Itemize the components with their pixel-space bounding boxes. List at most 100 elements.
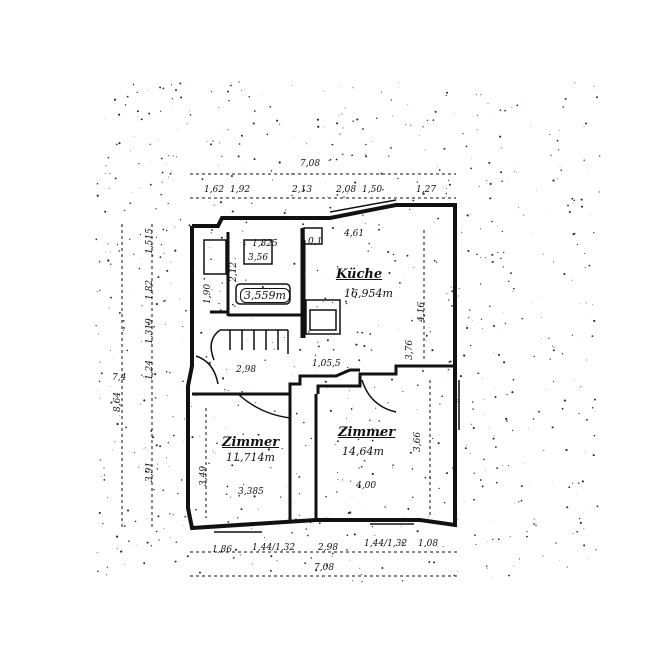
- noise-dot: [593, 232, 594, 233]
- noise-dot: [572, 234, 574, 236]
- noise-dot: [104, 211, 106, 213]
- noise-dot: [487, 541, 488, 542]
- noise-dot: [557, 178, 558, 179]
- noise-dot: [503, 312, 504, 313]
- noise-dot: [316, 306, 317, 307]
- noise-dot: [378, 224, 379, 225]
- noise-dot: [469, 215, 470, 216]
- noise-dot: [495, 446, 497, 448]
- noise-dot: [133, 254, 134, 255]
- noise-dot: [307, 535, 309, 537]
- noise-dot: [241, 508, 243, 510]
- noise-dot: [534, 519, 535, 520]
- noise-dot: [144, 448, 145, 449]
- noise-dot: [329, 374, 331, 376]
- noise-dot: [471, 424, 472, 425]
- noise-dot: [497, 252, 498, 253]
- noise-dot: [339, 376, 340, 377]
- noise-dot: [446, 188, 447, 189]
- noise-dot: [531, 302, 532, 303]
- noise-dot: [552, 180, 554, 182]
- noise-dot: [467, 214, 469, 216]
- dim-left-total: 8,64: [114, 392, 123, 412]
- noise-dot: [342, 479, 343, 480]
- noise-dot: [426, 335, 428, 337]
- noise-dot: [410, 500, 411, 501]
- noise-dot: [343, 362, 344, 363]
- noise-dot: [585, 451, 586, 452]
- noise-dot: [552, 346, 553, 347]
- noise-dot: [481, 319, 482, 320]
- noise-dot: [159, 86, 161, 88]
- noise-dot: [390, 147, 392, 149]
- noise-dot: [391, 99, 392, 100]
- dim-zimmer2-width: 4,00: [356, 482, 376, 491]
- noise-dot: [317, 126, 319, 128]
- noise-dot: [186, 123, 187, 124]
- noise-dot: [457, 571, 458, 572]
- noise-dot: [232, 304, 234, 306]
- noise-dot: [235, 258, 236, 259]
- noise-dot: [432, 438, 433, 439]
- noise-dot: [503, 361, 505, 363]
- noise-dot: [563, 273, 565, 275]
- noise-dot: [362, 215, 363, 216]
- noise-dot: [185, 516, 186, 517]
- noise-dot: [97, 195, 99, 197]
- noise-dot: [193, 288, 194, 289]
- noise-dot: [130, 150, 131, 151]
- noise-dot: [346, 418, 347, 419]
- noise-dot: [488, 162, 490, 164]
- noise-dot: [548, 337, 549, 338]
- noise-dot: [584, 253, 585, 254]
- noise-dot: [483, 459, 485, 461]
- noise-dot: [228, 521, 230, 523]
- noise-dot: [419, 135, 420, 136]
- noise-dot: [382, 189, 383, 190]
- noise-dot: [248, 96, 249, 97]
- noise-dot: [251, 203, 252, 204]
- noise-dot: [270, 555, 272, 557]
- noise-dot: [170, 262, 171, 263]
- noise-dot: [179, 299, 180, 300]
- noise-dot: [291, 173, 293, 175]
- noise-dot: [137, 92, 138, 93]
- noise-dot: [541, 317, 542, 318]
- noise-dot: [284, 337, 285, 338]
- noise-dot: [397, 329, 398, 330]
- noise-dot: [189, 509, 190, 510]
- noise-dot: [451, 305, 453, 307]
- noise-dot: [120, 551, 122, 553]
- noise-dot: [191, 436, 193, 438]
- noise-dot: [156, 444, 158, 446]
- dim-top-a: 1,62: [204, 186, 224, 195]
- noise-dot: [452, 467, 454, 469]
- noise-dot: [572, 335, 573, 336]
- noise-dot: [572, 483, 573, 484]
- noise-dot: [363, 345, 365, 347]
- noise-dot: [454, 575, 455, 576]
- noise-dot: [521, 485, 523, 487]
- noise-dot: [470, 453, 471, 454]
- noise-dot: [118, 114, 120, 116]
- noise-dot: [106, 165, 107, 166]
- noise-dot: [546, 389, 547, 390]
- noise-dot: [136, 545, 137, 546]
- noise-dot: [410, 125, 411, 126]
- noise-dot: [99, 398, 100, 399]
- noise-dot: [244, 244, 245, 245]
- noise-dot: [446, 472, 448, 474]
- noise-dot: [465, 447, 467, 449]
- noise-dot: [170, 537, 171, 538]
- noise-dot: [448, 299, 449, 300]
- noise-dot: [241, 135, 243, 137]
- noise-dot: [99, 512, 101, 514]
- room-name-zimmer1: Zimmer: [222, 436, 279, 449]
- noise-dot: [296, 502, 297, 503]
- noise-dot: [428, 561, 430, 563]
- noise-dot: [181, 479, 182, 480]
- noise-dot: [459, 288, 460, 289]
- noise-dot: [528, 428, 529, 429]
- noise-dot: [116, 144, 118, 146]
- noise-dot: [199, 572, 201, 574]
